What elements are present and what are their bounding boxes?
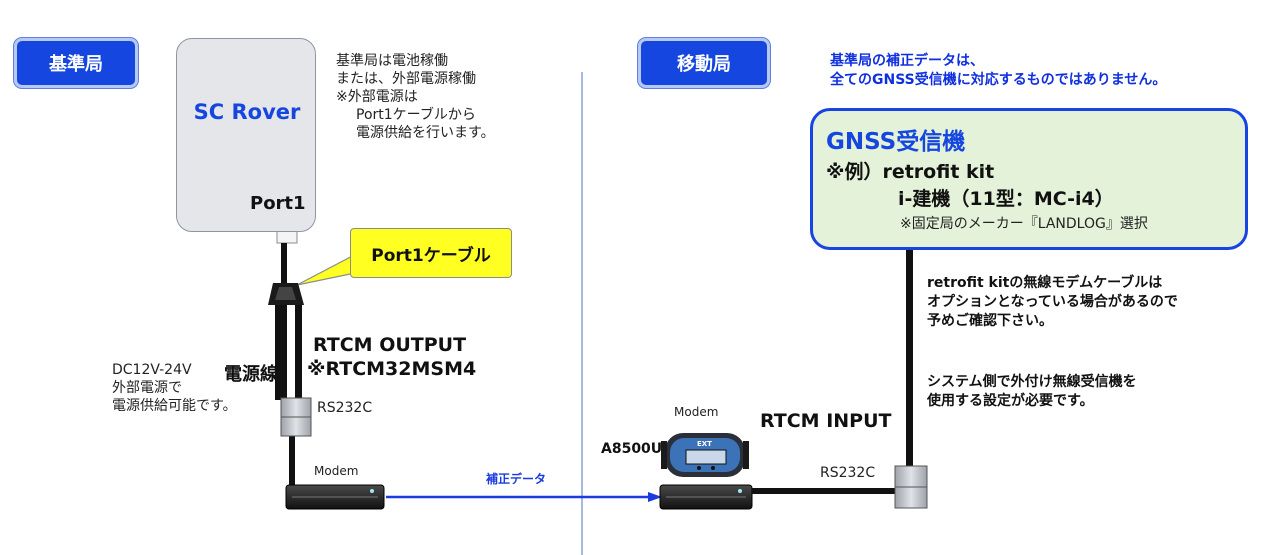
sc-rover-device [176, 38, 316, 232]
power-line-label: 電源線 [224, 364, 278, 385]
power-notes: 基準局は電池稼働 または、外部電源稼働 ※外部電源は Port1ケーブルから 電… [336, 52, 495, 142]
receiver-cable [906, 246, 913, 468]
dc-note-line: DC12V-24V [112, 362, 192, 378]
modem-mobile [659, 484, 753, 510]
rs232c-label-mobile: RS232C [820, 465, 876, 481]
cable-note-line: オプションとなっている場合があるので [927, 294, 1178, 310]
power-note-line: Port1ケーブルから [356, 107, 476, 123]
modem-base [285, 484, 385, 510]
correction-arrow-head [648, 492, 662, 502]
system-setting-notes: システム側で外付け無線受信機を 使用する設定が必要です。 [927, 373, 1137, 411]
power-cable-right [295, 300, 302, 400]
modem-model-label: A8500U [601, 441, 663, 457]
modem-cable-mobile [752, 488, 908, 494]
compatibility-warning: 基準局の補正データは、 全てのGNSS受信機に対応するものではありません。 [830, 52, 1166, 90]
callout-label: Port1ケーブル [371, 245, 491, 266]
power-note-line: ※外部電源は [336, 89, 418, 105]
rover-name: SC Rover [193, 100, 301, 124]
cable-option-notes: retrofit kitの無線モデムケーブルは オプションとなっている場合がある… [927, 274, 1178, 331]
modem-label-mobile: Modem [674, 405, 719, 419]
base-station-tag-label: 基準局 [49, 54, 103, 75]
rtcm-output-title: RTCM OUTPUT [313, 334, 467, 356]
rtcm-input-title: RTCM INPUT [760, 410, 892, 432]
rtcm-output-format: ※RTCM32MSM4 [307, 358, 477, 380]
gnss-example-line: ※固定局のメーカー『LANDLOG』選択 [900, 216, 1148, 232]
dc-note-line: 電源供給可能です。 [112, 398, 237, 414]
warning-line: 全てのGNSS受信機に対応するものではありません。 [830, 72, 1167, 88]
power-note-line: 電源供給を行います。 [356, 125, 495, 141]
rover-port-label: Port1 [250, 193, 306, 214]
dc-notes: DC12V-24V 外部電源で 電源供給可能です。 [112, 361, 237, 415]
power-cable-left [275, 300, 282, 400]
correction-data-label: 補正データ [486, 472, 547, 486]
gnss-example-line: ※例）retrofit kit [826, 161, 995, 183]
cable-note-line: 予めご確認下さい。 [927, 313, 1053, 329]
gnss-receiver-box [810, 108, 1248, 250]
port1-cable-callout: Port1ケーブル [350, 228, 512, 278]
cable-note-line: retrofit kitの無線モデムケーブルは [927, 275, 1163, 291]
warning-line: 基準局の補正データは、 [830, 53, 984, 69]
modem-brand-logo: EXT [697, 440, 712, 448]
power-note-line: 基準局は電池稼働 [336, 53, 448, 69]
power-note-line: または、外部電源稼働 [336, 71, 476, 87]
dc-note-line: 外部電源で [112, 380, 182, 396]
gnss-receiver-title: GNSS受信機 [826, 129, 966, 155]
mobile-station-tag: 移動局 [638, 38, 770, 88]
mobile-station-tag-label: 移動局 [677, 54, 731, 75]
output-cable [281, 243, 287, 398]
base-station-tag: 基準局 [14, 38, 138, 88]
a8500u-unit [661, 433, 749, 477]
system-note-line: 使用する設定が必要です。 [927, 393, 1094, 409]
gnss-example-line: i-建機（11型：MC-i4） [898, 188, 1114, 210]
rs232c-label-base: RS232C [317, 400, 373, 416]
modem-label-base: Modem [314, 464, 359, 478]
system-note-line: システム側で外付け無線受信機を [927, 374, 1137, 390]
modem-cable-base [289, 436, 295, 486]
